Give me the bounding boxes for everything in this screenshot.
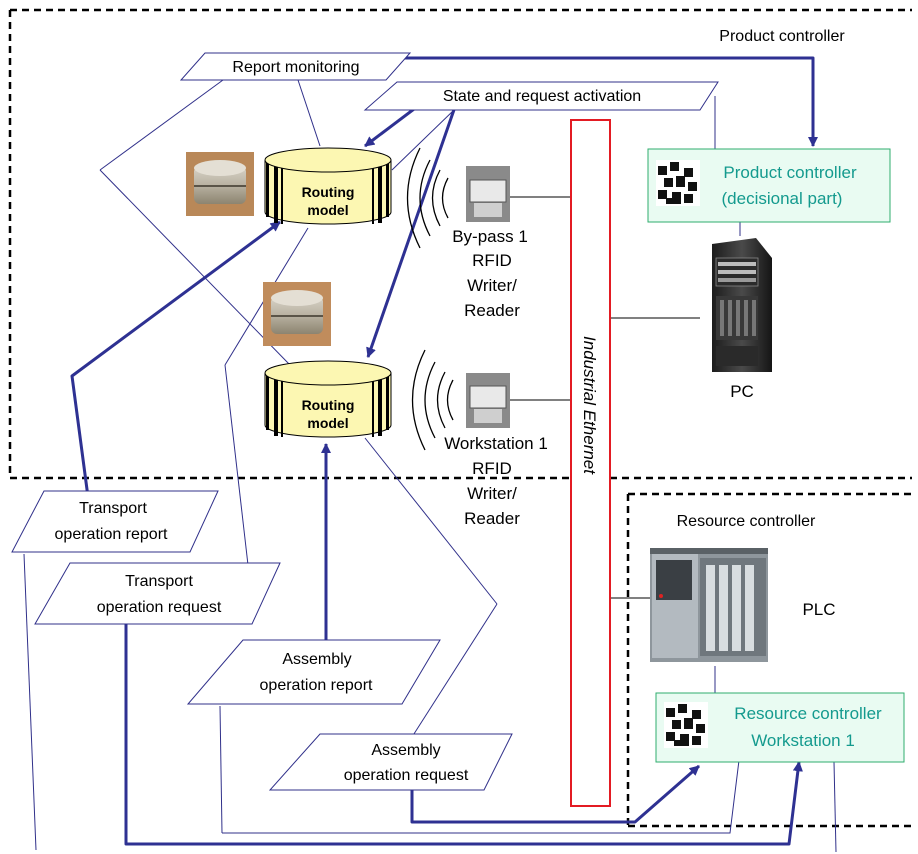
routing-model-bottom: Routing model [264,360,392,438]
svg-text:operation request: operation request [97,599,222,616]
svg-text:operation report: operation report [260,677,374,694]
svg-text:Reader: Reader [464,509,520,528]
industrial-ethernet-label: Industrial Ethernet [580,336,599,475]
svg-text:operation report: operation report [55,526,169,543]
resource-controller-box: Resource controller Workstation 1 [655,692,905,763]
resource-controller-label: Resource controller [677,513,816,530]
svg-text:Product controller: Product controller [723,163,857,182]
svg-text:RFID: RFID [472,459,512,478]
product-controller-box: Product controller (decisional part) [647,148,891,223]
svg-text:(decisional part): (decisional part) [722,189,843,208]
svg-text:model: model [307,415,348,431]
tag-token-icon [186,152,254,216]
wireless-waves-icon [411,349,454,451]
state-request-activation: State and request activation [363,81,719,111]
svg-text:State and request activation: State and request activation [443,88,641,105]
assembly-operation-report: Assembly operation report [186,639,441,705]
svg-text:Routing: Routing [302,184,355,200]
svg-text:operation request: operation request [344,767,469,784]
resource-controller-region [626,492,912,828]
svg-text:Workstation 1: Workstation 1 [751,731,855,750]
report-monitoring: Report monitoring [179,52,412,81]
svg-text:Workstation 1: Workstation 1 [444,434,548,453]
rfid-reader-icon [466,166,510,222]
svg-text:Routing: Routing [302,397,355,413]
svg-text:Assembly: Assembly [282,651,351,668]
agent-puzzle-icon [656,160,700,206]
workstation-reader-label: Workstation 1 RFID Writer/ Reader [444,434,548,528]
svg-text:Assembly: Assembly [371,742,440,759]
wireless-waves-icon [406,147,449,249]
svg-text:model: model [307,202,348,218]
plc-label: PLC [802,600,835,619]
routing-model-top: Routing model [264,147,392,225]
product-controller-label: Product controller [719,28,845,45]
agent-puzzle-icon [664,702,708,748]
industrial-ethernet-bus [570,119,611,807]
server-tower-icon [712,238,772,372]
svg-text:Writer/: Writer/ [467,276,517,295]
svg-text:Resource controller: Resource controller [734,704,882,723]
bypass-reader-label: By-pass 1 RFID Writer/ Reader [452,227,528,320]
svg-text:By-pass 1: By-pass 1 [452,227,528,246]
thin-connectors [23,79,837,853]
svg-text:RFID: RFID [472,251,512,270]
plc-rack-icon [650,548,768,662]
product-controller-region [8,8,912,480]
assembly-operation-request: Assembly operation request [268,733,513,791]
svg-text:Report monitoring: Report monitoring [232,59,359,76]
svg-text:Writer/: Writer/ [467,484,517,503]
network-wires [510,196,700,599]
svg-text:Transport: Transport [125,573,193,590]
tag-token-icon [263,282,331,346]
svg-text:Transport: Transport [79,500,147,517]
svg-text:Reader: Reader [464,301,520,320]
transport-operation-report: Transport operation report [11,490,219,553]
rfid-reader-icon [466,373,510,428]
transport-operation-request: Transport operation request [34,562,281,625]
pc-label: PC [730,382,754,401]
